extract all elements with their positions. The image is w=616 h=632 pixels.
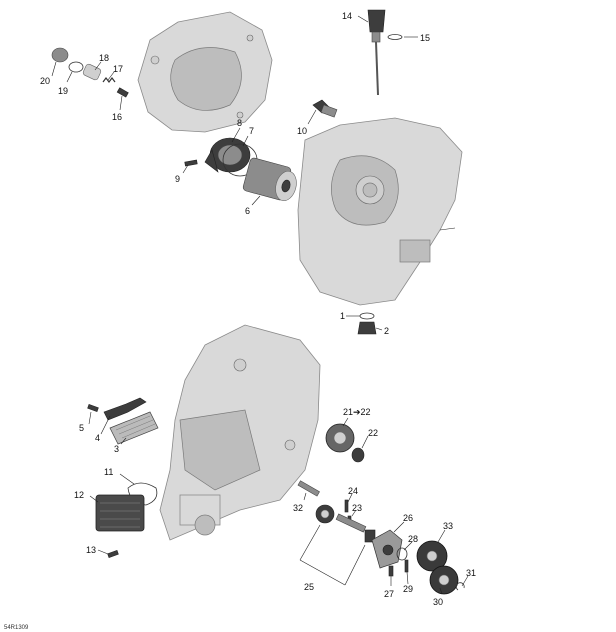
spring-17 — [102, 77, 116, 83]
callout-7: 7 — [249, 126, 254, 136]
plug-20 — [51, 47, 69, 63]
callout-14: 14 — [342, 11, 352, 21]
callout-21-to-22: 21➔22 — [343, 407, 371, 417]
lower-engine-crankcase — [159, 324, 321, 541]
callout-3: 3 — [114, 444, 119, 454]
drain-plug — [357, 321, 377, 335]
oil-filter-cover — [204, 137, 251, 173]
callout-27: 27 — [384, 589, 394, 599]
callout-9: 9 — [175, 174, 180, 184]
callout-32: 32 — [293, 503, 303, 513]
drain-plug-o-ring — [359, 312, 375, 320]
gear-washer — [351, 447, 365, 463]
oil-pump-gear-30 — [429, 565, 459, 595]
callout-labels: 1 2 3 4 5 6 7 8 9 10 11 12 13 14 15 16 1… — [40, 11, 476, 607]
callout-22: 22 — [368, 428, 378, 438]
callout-26: 26 — [403, 513, 413, 523]
reference-code: 54R1309 — [4, 625, 29, 631]
oil-cooler — [95, 494, 145, 532]
oil-strainer-screen — [109, 411, 159, 445]
callout-11: 11 — [104, 467, 113, 477]
callout-24: 24 — [348, 486, 358, 496]
cooler-screw — [107, 550, 119, 558]
callout-33: 33 — [443, 521, 453, 531]
callout-1: 1 — [340, 311, 345, 321]
callout-28: 28 — [408, 534, 418, 544]
pin-29 — [404, 559, 409, 573]
cover-screw-27 — [388, 565, 394, 577]
callout-29: 29 — [403, 584, 413, 594]
callout-16: 16 — [112, 112, 122, 122]
callout-5: 5 — [79, 423, 84, 433]
dipstick — [367, 9, 386, 96]
oil-pressure-sensor — [312, 99, 338, 118]
upper-engine-crankcase — [297, 117, 463, 306]
callout-12: 12 — [74, 490, 84, 500]
oil-pump-cover — [371, 529, 403, 569]
o-ring-19 — [68, 61, 84, 73]
callout-18: 18 — [99, 53, 109, 63]
circlip-31 — [455, 582, 465, 591]
leader-25b — [299, 559, 346, 586]
screen-screw — [87, 404, 99, 412]
callout-20: 20 — [40, 76, 50, 86]
callout-13: 13 — [86, 545, 96, 555]
piston-18 — [82, 63, 102, 81]
callout-4: 4 — [95, 433, 100, 443]
callout-31: 31 — [466, 568, 476, 578]
callout-6: 6 — [245, 206, 250, 216]
oil-pump-gear-33 — [416, 540, 448, 572]
shaft-32 — [297, 480, 320, 497]
leader-25a — [299, 524, 321, 561]
callout-10: 10 — [297, 126, 307, 136]
oil-pump-rotor-shaft — [315, 504, 376, 543]
callout-30: 30 — [433, 597, 443, 607]
leader-lines — [51, 15, 469, 595]
callout-8: 8 — [237, 118, 242, 128]
pin-24 — [344, 499, 349, 513]
oil-pump-drive-gear — [325, 423, 355, 453]
callout-23: 23 — [352, 503, 362, 513]
dipstick-o-ring — [387, 34, 403, 40]
oil-filter — [242, 157, 297, 202]
leader-25c — [344, 544, 366, 586]
callout-17: 17 — [113, 64, 123, 74]
screw-16 — [116, 87, 129, 98]
callout-19: 19 — [58, 86, 68, 96]
cover-screw — [184, 159, 198, 167]
callout-25: 25 — [304, 582, 314, 592]
upper-crankcase-cover — [137, 11, 273, 133]
callout-15: 15 — [420, 33, 430, 43]
cover-o-ring-28 — [396, 547, 408, 561]
callout-2: 2 — [384, 326, 389, 336]
